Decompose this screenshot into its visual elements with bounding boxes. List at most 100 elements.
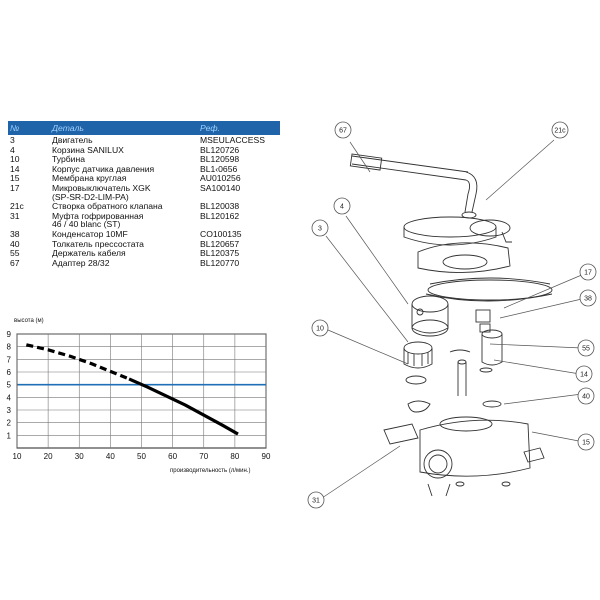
part-reference: BL120598	[200, 154, 240, 165]
y-tick-label: 9	[7, 330, 12, 339]
part-name: Корзина SANILUX	[52, 144, 124, 155]
table-row: 4 Корзина SANILUX BL120726	[8, 145, 280, 155]
y-tick-label: 7	[7, 355, 12, 364]
part-reference: BL120162	[200, 210, 240, 221]
callout-21c: 21c	[551, 121, 569, 139]
part-reference: BL120726	[200, 144, 240, 155]
header-ref: Реф.	[198, 121, 280, 135]
part-number: 4	[10, 144, 15, 155]
table-row: 38 Конденсатор 10ΜF CO100135	[8, 229, 280, 239]
svg-text:67: 67	[339, 128, 347, 135]
table-row: 17 Микровыключатель XGK (SP-SR-D2-LIM-PA)…	[8, 183, 280, 201]
callout-4: 4	[333, 197, 351, 215]
part-number: 67	[10, 257, 20, 268]
part-name: Турбина	[52, 154, 85, 165]
parts-table-header: № Деталь Реф.	[8, 121, 280, 135]
svg-text:31: 31	[312, 498, 320, 505]
pressure-switch	[449, 309, 503, 408]
y-tick-label: 4	[7, 393, 12, 402]
part-number: 55	[10, 248, 20, 259]
callout-67: 67	[334, 121, 352, 139]
part-reference: CO100135	[200, 228, 242, 239]
part-number: 14	[10, 163, 20, 174]
callout-17: 17	[579, 263, 597, 281]
y-tick-label: 8	[7, 343, 12, 352]
part-name: Муфта гофрированная 46 / 40 blanc (ST)	[52, 210, 144, 230]
motor	[411, 295, 449, 337]
svg-text:55: 55	[582, 346, 590, 353]
part-reference: BL120375	[200, 248, 240, 259]
upper-housing	[417, 242, 553, 302]
y-tick-label: 6	[7, 368, 12, 377]
part-reference: AU010256	[200, 173, 241, 184]
x-axis-label: производительность (л/мин.)	[170, 468, 250, 474]
part-number: 10	[10, 154, 20, 165]
y-tick-label: 1	[7, 431, 12, 440]
x-tick-label: 60	[168, 452, 177, 461]
y-axis-label: высота (м)	[14, 318, 44, 324]
part-reference: SA100140	[200, 182, 241, 193]
x-tick-label: 10	[13, 452, 22, 461]
turbine	[403, 341, 433, 413]
exploded-diagram: 67 21c 4 3 17 38 10 55 14 40 15 31	[307, 121, 597, 509]
svg-text:10: 10	[316, 326, 324, 333]
callout-3: 3	[311, 219, 329, 237]
callout-31: 31	[307, 491, 325, 509]
svg-text:17: 17	[584, 270, 592, 277]
y-tick-label: 5	[7, 381, 12, 390]
tank-lid	[403, 216, 512, 246]
callout-10: 10	[311, 319, 329, 337]
callouts: 67 21c 4 3 17 38 10 55 14 40 15 31	[307, 121, 597, 509]
part-number: 31	[10, 210, 20, 221]
part-number: 38	[10, 228, 20, 239]
table-row: 10 Турбина BL120598	[8, 154, 280, 164]
table-row: 55 Держатель кабеля BL120375	[8, 248, 280, 258]
part-name: Толкатель прессостата	[52, 238, 144, 249]
header-num: №	[8, 121, 50, 135]
lower-tank	[383, 416, 545, 497]
part-name: Конденсатор 10ΜF	[52, 228, 128, 239]
callout-14: 14	[575, 365, 593, 383]
table-row: 15 Мембрана круглая AU010256	[8, 173, 280, 183]
callout-40: 40	[577, 387, 595, 405]
curve-series-solid	[128, 377, 239, 436]
outlet-pipe	[349, 153, 478, 219]
part-number: 15	[10, 173, 20, 184]
y-tick-label: 3	[7, 406, 12, 415]
svg-text:14: 14	[580, 372, 588, 379]
part-reference: BL120657	[200, 238, 240, 249]
part-reference: BL120038	[200, 201, 240, 212]
callout-55: 55	[577, 339, 595, 357]
x-tick-label: 50	[137, 452, 146, 461]
callout-38: 38	[579, 289, 597, 307]
svg-text:21c: 21c	[554, 128, 566, 135]
part-number: 3	[10, 135, 15, 145]
part-reference: BL1‹0656	[200, 163, 238, 174]
part-name: Мембрана круглая	[52, 173, 127, 184]
part-reference: BL120770	[200, 257, 240, 268]
svg-text:4: 4	[340, 204, 344, 211]
header-name: Деталь	[50, 121, 198, 135]
part-name: Корпус датчика давления	[52, 163, 155, 174]
table-row: 40 Толкатель прессостата BL120657	[8, 239, 280, 249]
part-number: 40	[10, 238, 20, 249]
table-row: 31 Муфта гофрированная 46 / 40 blanc (ST)…	[8, 211, 280, 229]
x-tick-label: 20	[44, 452, 53, 461]
callout-15: 15	[577, 433, 595, 451]
x-tick-label: 40	[106, 452, 115, 461]
part-reference: MSEULACCESS	[200, 135, 265, 145]
x-tick-label: 70	[199, 452, 208, 461]
svg-text:3: 3	[318, 226, 322, 233]
part-name: Держатель кабеля	[52, 248, 126, 259]
part-name: Микровыключатель XGK (SP-SR-D2-LIM-PA)	[52, 182, 151, 202]
part-number: 21c	[10, 201, 24, 212]
part-name: Адаптер 28/32	[52, 257, 110, 268]
y-tick-label: 2	[7, 419, 12, 428]
part-number: 17	[10, 182, 20, 193]
table-row: 14 Корпус датчика давления BL1‹0656	[8, 164, 280, 174]
